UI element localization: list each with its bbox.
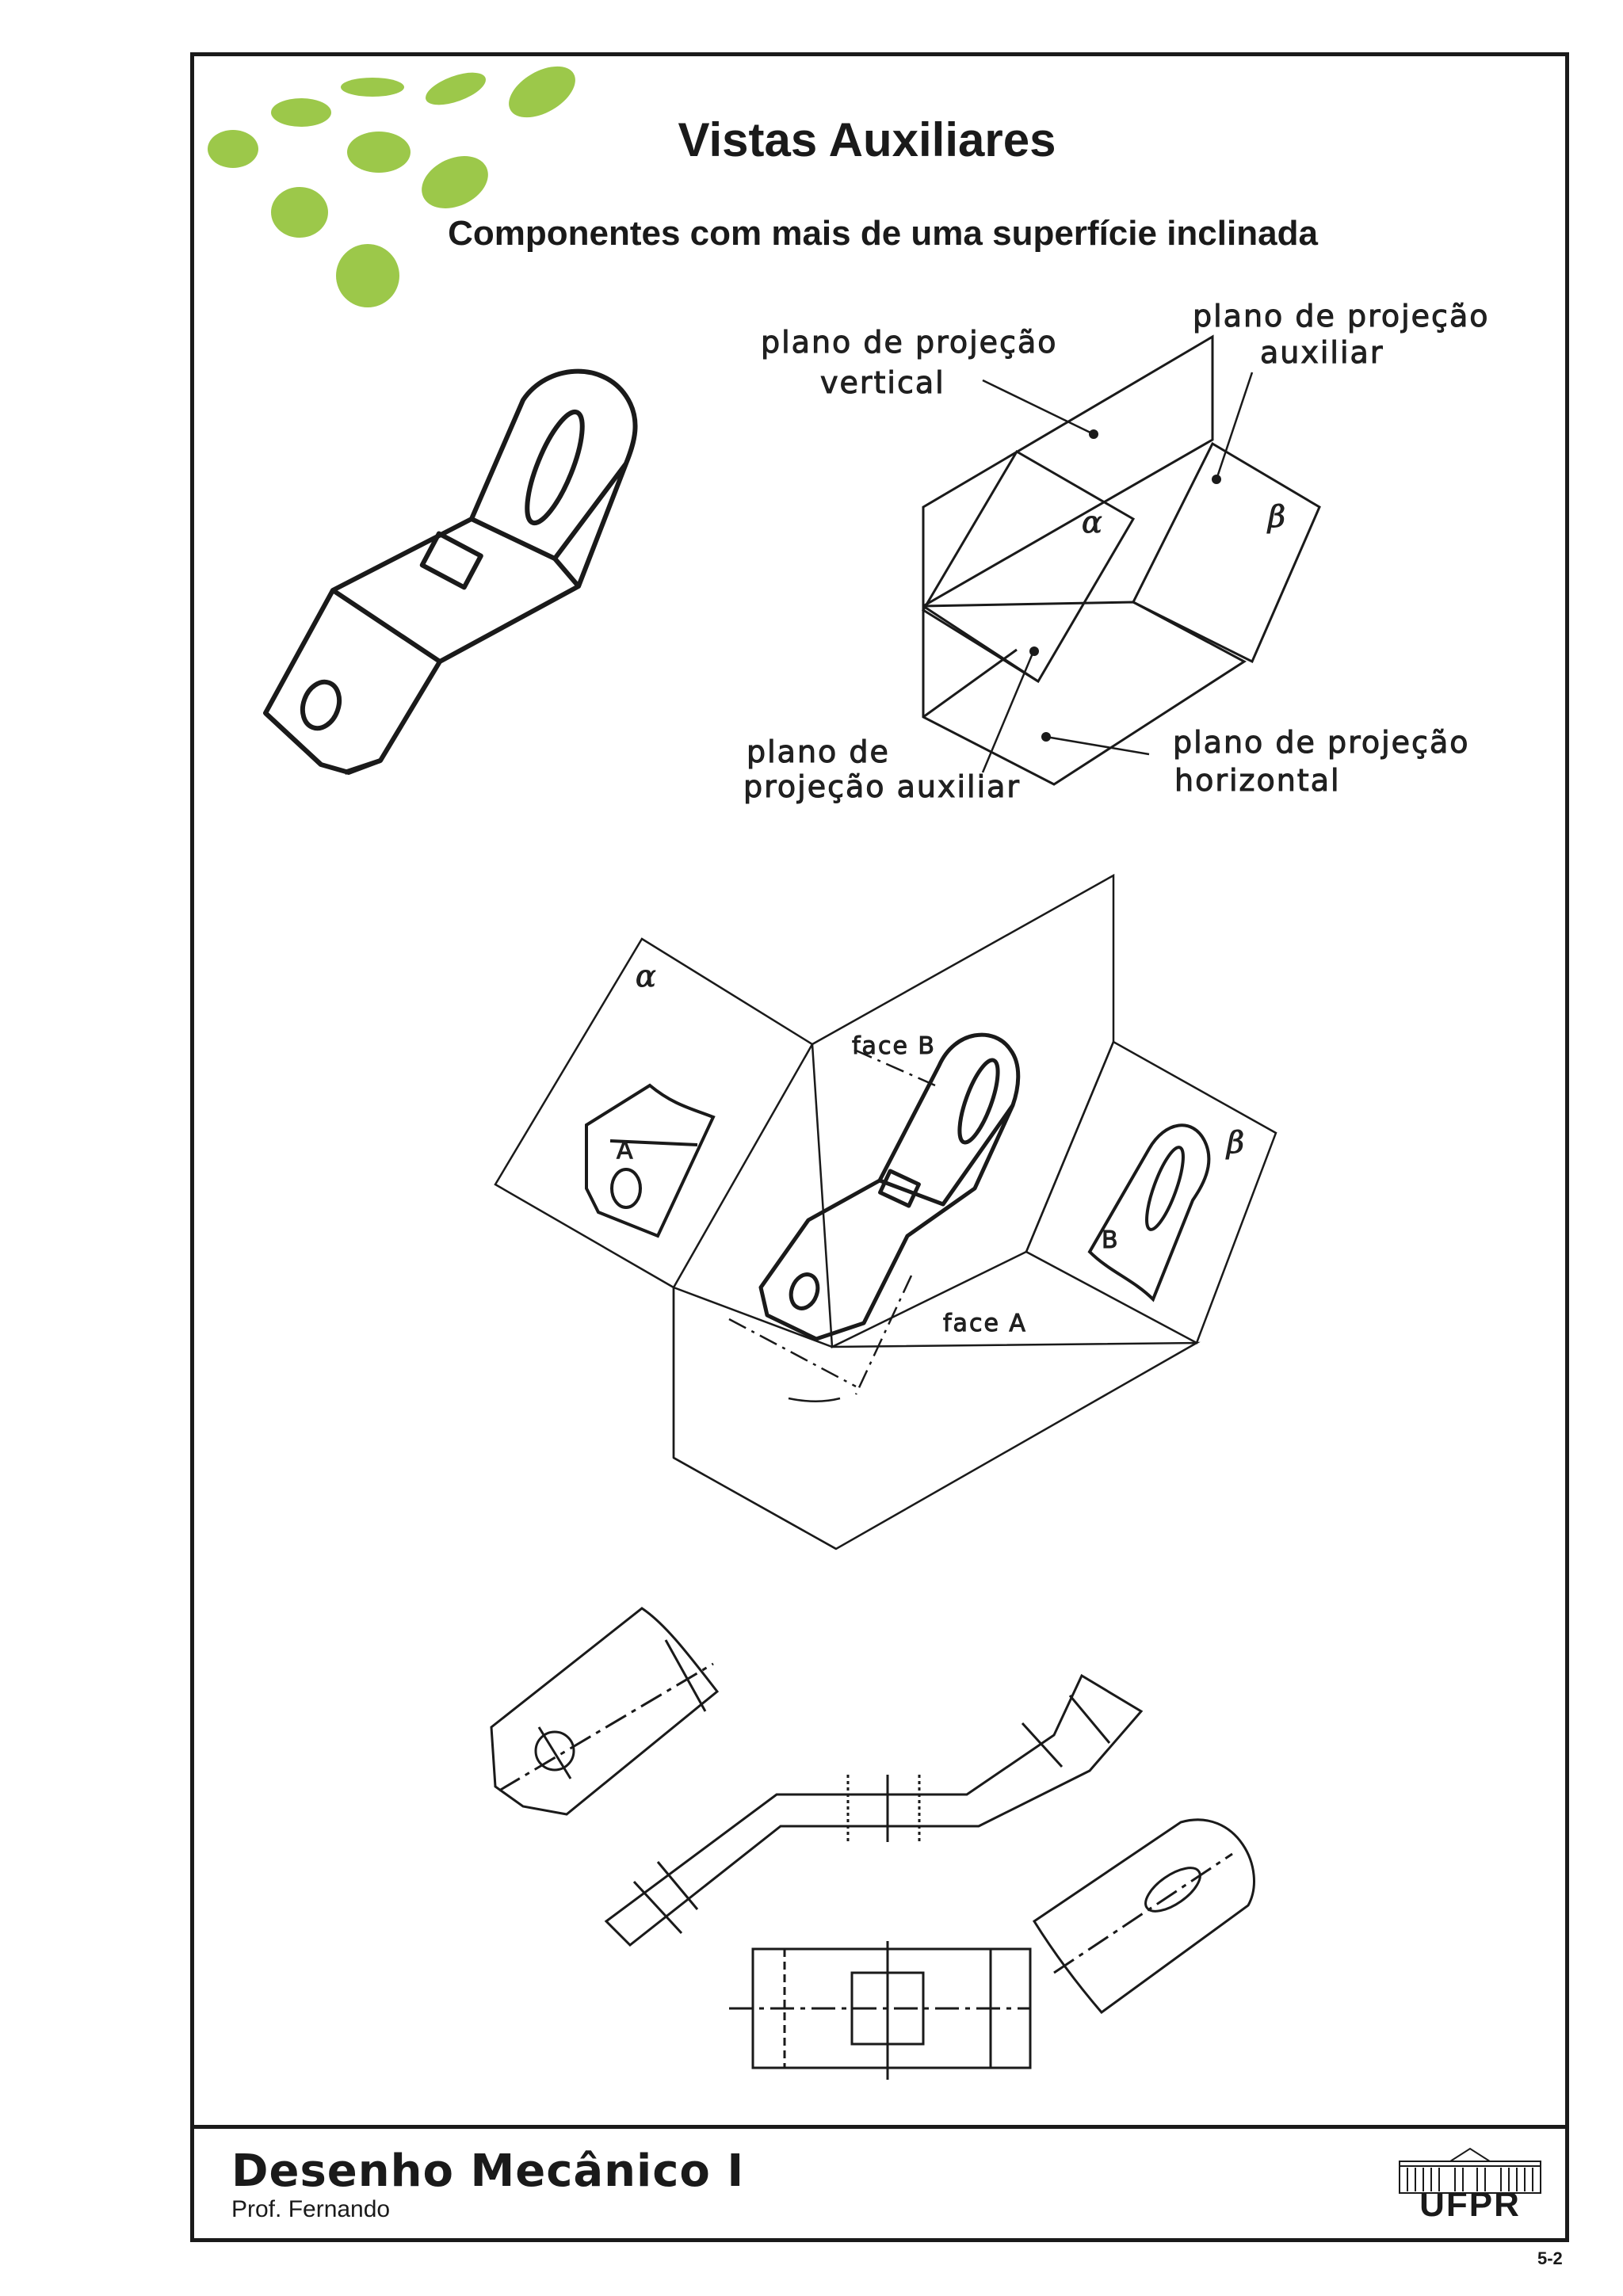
label-face-b: face B bbox=[852, 1032, 936, 1060]
decor-dot bbox=[422, 156, 488, 208]
leader-dot bbox=[1089, 429, 1098, 439]
label-beta-top: β bbox=[1266, 499, 1285, 534]
leader-dot bbox=[1029, 646, 1039, 656]
beta-view-drawing bbox=[1087, 1123, 1211, 1302]
alpha-view-drawing bbox=[585, 1083, 716, 1238]
page-number: 5-2 bbox=[1537, 2248, 1563, 2268]
decor-dot bbox=[271, 187, 328, 238]
decor-dot bbox=[347, 132, 411, 173]
decor-dot bbox=[208, 130, 258, 168]
leader-dot bbox=[1212, 475, 1221, 484]
label-horizontal-line2: horizontal bbox=[1174, 763, 1341, 798]
decor-dot bbox=[426, 72, 486, 105]
label-aux-top-line1: plano de projeção bbox=[1193, 299, 1489, 334]
leader-lines bbox=[981, 372, 1254, 773]
professor-name: Prof. Fernando bbox=[231, 2196, 391, 2222]
label-alpha-mid: α bbox=[636, 959, 656, 994]
label-aux-bottom-line1: plano de bbox=[747, 734, 890, 769]
label-beta-mid: β bbox=[1225, 1125, 1244, 1160]
label-vertical-line1: plano de projeção bbox=[761, 325, 1057, 360]
decor-dot bbox=[509, 66, 575, 118]
ufpr-logo-text: UFPR bbox=[1419, 2185, 1521, 2224]
mid-part-drawing bbox=[758, 1032, 1021, 1341]
decor-dot bbox=[341, 78, 404, 97]
label-aux-top-line2: auxiliar bbox=[1260, 335, 1384, 370]
ufpr-building-logo bbox=[1399, 2147, 1541, 2194]
label-aux-bottom-line2: projeção auxiliar bbox=[743, 769, 1021, 804]
label-letter-b: B bbox=[1102, 1226, 1120, 1254]
page-frame bbox=[190, 52, 1569, 2242]
page-subtitle: Componentes com mais de uma superfície i… bbox=[448, 214, 1318, 253]
projection-planes-drawing bbox=[921, 334, 1321, 786]
label-horizontal-line1: plano de projeção bbox=[1173, 725, 1469, 760]
decor-dot bbox=[271, 98, 331, 127]
orthographic-views-drawing bbox=[490, 1607, 1255, 2080]
label-face-a: face A bbox=[943, 1310, 1027, 1337]
decor-dot bbox=[336, 244, 399, 307]
label-letter-a: A bbox=[617, 1137, 635, 1165]
iso-part-drawing bbox=[263, 368, 638, 775]
footer-divider bbox=[190, 2125, 1569, 2129]
label-vertical-line2: vertical bbox=[820, 365, 945, 400]
page-title: Vistas Auxiliares bbox=[678, 113, 1056, 166]
leader-dot bbox=[1041, 732, 1051, 742]
course-title: Desenho Mecânico I bbox=[231, 2145, 745, 2197]
unfolded-planes-drawing bbox=[494, 873, 1277, 1550]
label-alpha-top: α bbox=[1082, 505, 1102, 540]
